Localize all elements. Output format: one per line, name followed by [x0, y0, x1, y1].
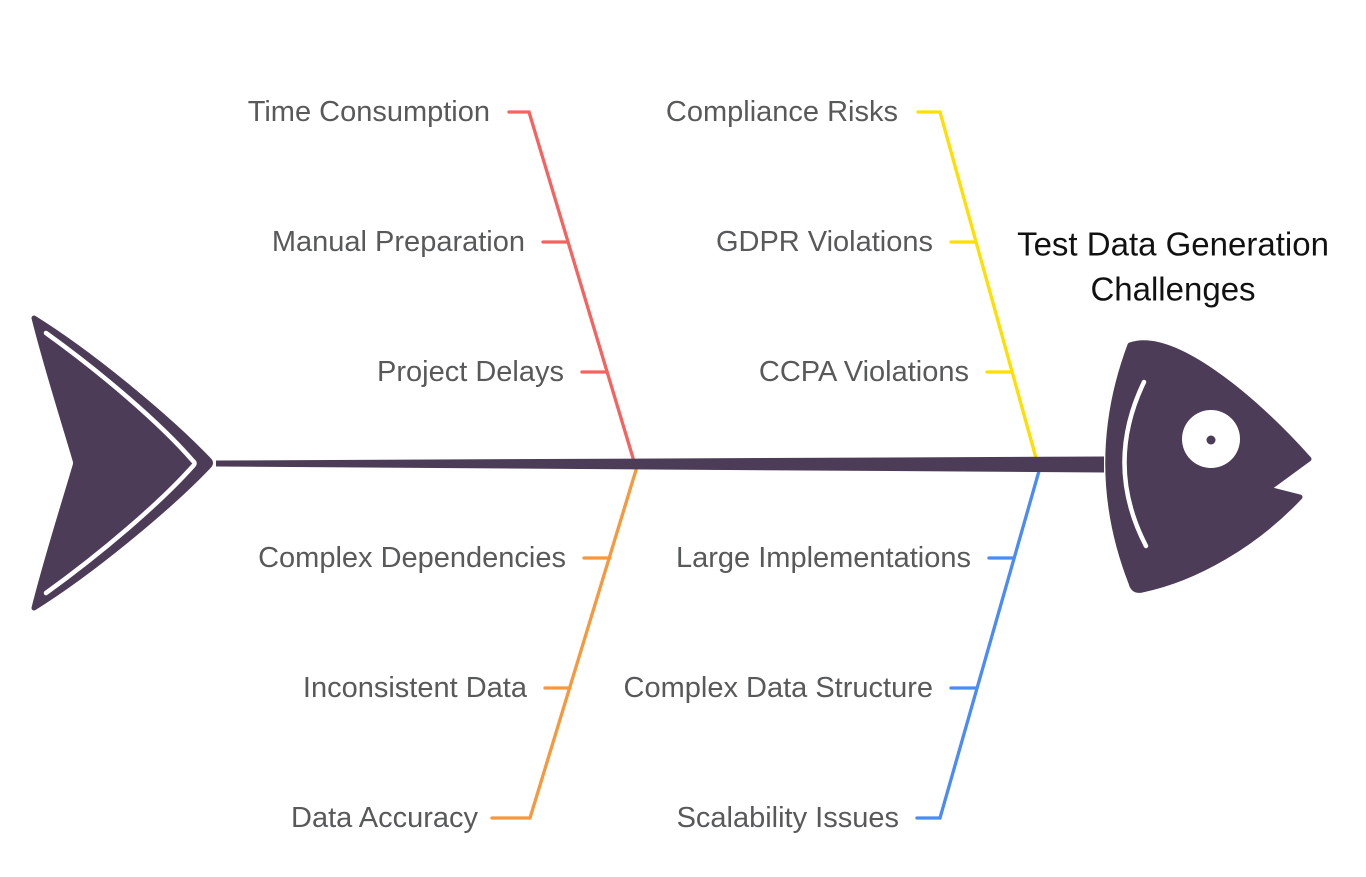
diagram-title: Test Data Generation Challenges [1017, 226, 1329, 308]
branch-line [490, 468, 638, 820]
tail-accent-line [43, 330, 197, 596]
cause-label-project-delays: Project Delays [377, 356, 564, 388]
cause-label-manual-preparation: Manual Preparation [272, 226, 525, 258]
fish [31, 315, 1312, 611]
cause-label-ccpa-violations: CCPA Violations [759, 356, 969, 388]
branch-top-right [916, 110, 1038, 460]
cause-label-gdpr-violations: GDPR Violations [716, 226, 933, 258]
cause-label-complex-dependencies: Complex Dependencies [258, 542, 566, 574]
fish-tail [31, 315, 213, 611]
cause-label-large-implementations: Large Implementations [676, 542, 971, 574]
cause-label-complex-data-structure: Complex Data Structure [624, 672, 933, 704]
branch-bottom-right [915, 469, 1041, 820]
branch-bottom-left [490, 468, 638, 820]
diagram-title-line1: Test Data Generation [1017, 226, 1329, 263]
cause-label-data-accuracy: Data Accuracy [291, 802, 478, 834]
branch-top-left [507, 110, 635, 460]
branch-line [916, 110, 1038, 460]
cause-label-compliance-risks: Compliance Risks [666, 96, 898, 128]
branch-line [507, 110, 635, 460]
fish-pupil [1206, 435, 1216, 445]
fish-gill-line [1122, 379, 1149, 549]
cause-label-inconsistent-data: Inconsistent Data [303, 672, 528, 704]
cause-label-time-consumption: Time Consumption [248, 96, 490, 128]
branch-line [915, 469, 1041, 820]
cause-labels: Time Consumption Manual Preparation Proj… [248, 96, 971, 834]
fish-spine [216, 456, 1104, 473]
diagram-title-line2: Challenges [1090, 271, 1255, 308]
cause-label-scalability-issues: Scalability Issues [677, 802, 899, 834]
